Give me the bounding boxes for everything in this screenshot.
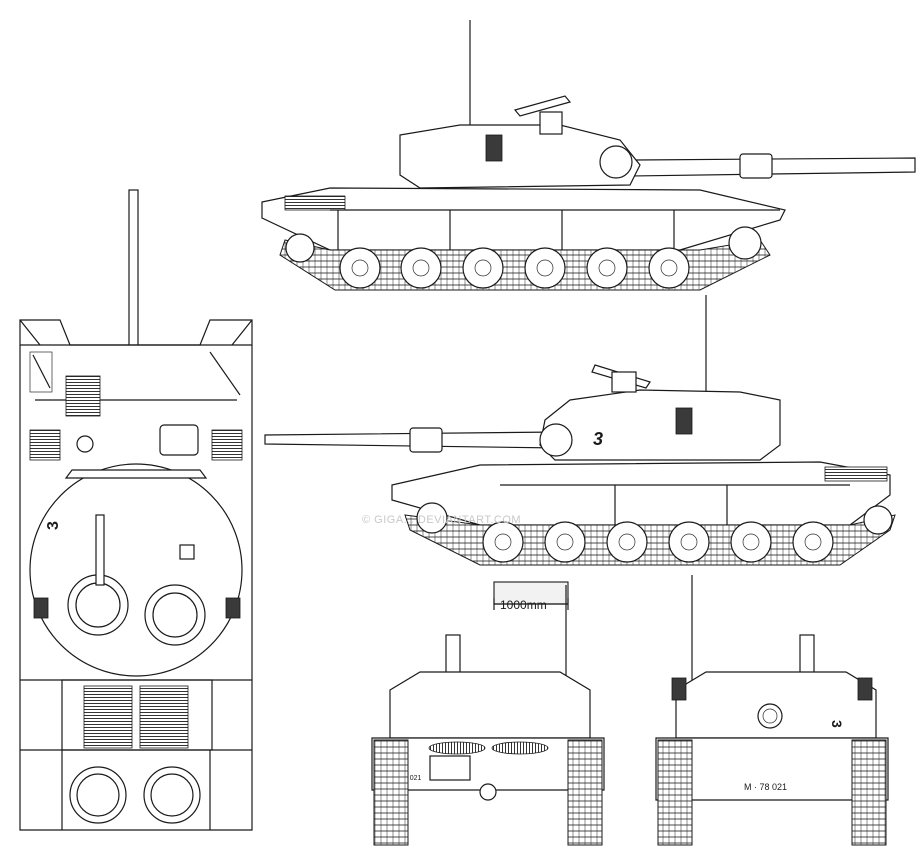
side-l-turret-number: 3 [593,429,603,449]
scale-bar-label: 1000mm [500,598,547,612]
top-rear-drum-left-inner [76,773,120,817]
front-track-right [567,739,603,846]
side-l-side-grille [824,466,888,482]
side-r-hull [261,187,786,251]
rear-hatch [757,703,783,729]
top-machine-gun [95,514,105,586]
watermark-text: © GIGA... DEVIANTART.COM [362,514,521,526]
side-l-track [404,514,896,566]
rear-turret-number: 3 [829,720,845,728]
top-left-tool [32,354,51,389]
rear-smoke-left [671,677,687,701]
top-smoke-right [225,597,241,619]
top-periscope-box [159,424,199,456]
front-turret [389,671,591,739]
front-mg [445,634,461,676]
side-r-turret-mg [513,95,572,117]
top-turret-ring [29,463,243,677]
rear-hatch-inner [762,708,778,724]
top-commander-cupola-inner [75,582,121,628]
top-right-tow-cable [209,351,241,396]
side-r-mantlet [599,145,633,179]
top-vent [179,544,195,560]
front-track-left [373,739,409,846]
side-l-mantlet [539,423,573,457]
top-smoke-left [33,597,49,619]
front-view: 78 021 [371,585,605,846]
front-light-right [491,741,549,755]
front-tow-hook [479,783,497,801]
rear-hull [655,737,889,801]
side-r-smoke-launchers [485,134,503,162]
rear-view: 3 M · 78 021 [655,575,889,846]
top-left-toolbox [29,351,53,393]
front-hull-number: 78 021 [400,775,422,782]
side-l-road-wheels [416,502,893,563]
side-r-road-wheels [285,226,762,289]
top-gun-barrel [128,189,139,351]
front-light-left [428,741,486,755]
front-plate-frame [429,755,471,781]
top-engine-grille-left [83,685,133,749]
side-l-smoke-launchers [675,407,693,435]
top-hatch-small [76,435,94,453]
rear-track-left [657,739,693,846]
side-r-mg-mount [539,111,563,135]
side-l-mg-mount [611,371,637,393]
top-engine-grille-right [139,685,189,749]
side-l-fume-extractor [409,427,443,453]
top-loader-hatch-inner [152,592,198,638]
top-turret-front [64,469,208,479]
top-front-corners [19,319,253,346]
rear-smoke-right [857,677,873,701]
top-spare-track-left [29,375,101,461]
side-view-right [261,20,916,291]
scale-bar: 1000mm [493,581,569,612]
side-view-left: 3 [264,295,896,566]
top-spare-track-right [211,429,243,461]
rear-track-right [851,739,887,846]
rear-mg [799,634,815,676]
side-r-turret [399,124,641,189]
side-r-side-grille [284,195,346,211]
side-r-fume-extractor [739,153,773,179]
rear-hull-number: M · 78 021 [744,782,787,792]
top-turret-number: 3 [45,521,62,530]
side-l-turret [539,389,781,461]
top-rear-drum-right-inner [150,773,194,817]
top-view: 3 [19,189,253,831]
